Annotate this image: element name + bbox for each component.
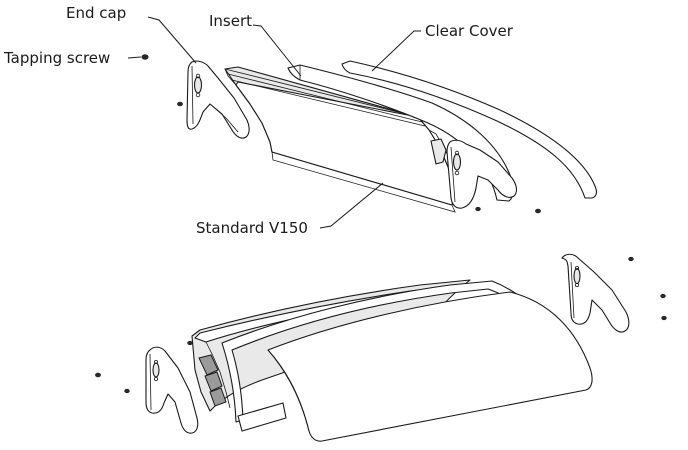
- tapping-screw-top-left: [141, 54, 149, 60]
- tapping-screw-bottom-3: [187, 340, 193, 346]
- label-standard-v150: Standard V150: [196, 219, 308, 237]
- exploded-view: End cap Insert Clear Cover Tapping screw…: [3, 4, 597, 237]
- end-cap-bottom-right: [561, 253, 630, 333]
- tapping-screw-bottom-6: [661, 315, 667, 321]
- end-cap-top-left: [186, 60, 250, 139]
- clear-cover-assembled: [267, 291, 593, 442]
- label-clear-cover: Clear Cover: [425, 22, 514, 40]
- tapping-screw-top-right-2: [475, 206, 481, 212]
- tapping-screw-bottom-5: [660, 293, 666, 299]
- label-tapping-screw: Tapping screw: [3, 49, 110, 67]
- tapping-screw-top-right: [535, 208, 541, 214]
- profile-bottom-rail: [237, 402, 287, 432]
- tapping-screw-top-mid: [177, 101, 183, 107]
- label-insert: Insert: [209, 12, 252, 30]
- clear-cover-panel: [341, 60, 597, 199]
- leader-standard-v150: [319, 182, 384, 229]
- end-cap-bottom-left: [145, 346, 199, 434]
- assembled-view: [95, 253, 667, 442]
- tapping-screw-bottom-1: [95, 372, 101, 378]
- leader-tapping-screw: [127, 56, 142, 59]
- tapping-screw-bottom-2: [124, 388, 130, 394]
- leader-clear-cover: [371, 30, 421, 72]
- end-cap-top-right: [430, 138, 517, 209]
- label-end-cap: End cap: [66, 4, 126, 22]
- insert-panel: [287, 64, 514, 202]
- leader-end-cap: [147, 16, 197, 64]
- leader-insert: [252, 24, 302, 77]
- tapping-screw-bottom-4: [628, 256, 634, 262]
